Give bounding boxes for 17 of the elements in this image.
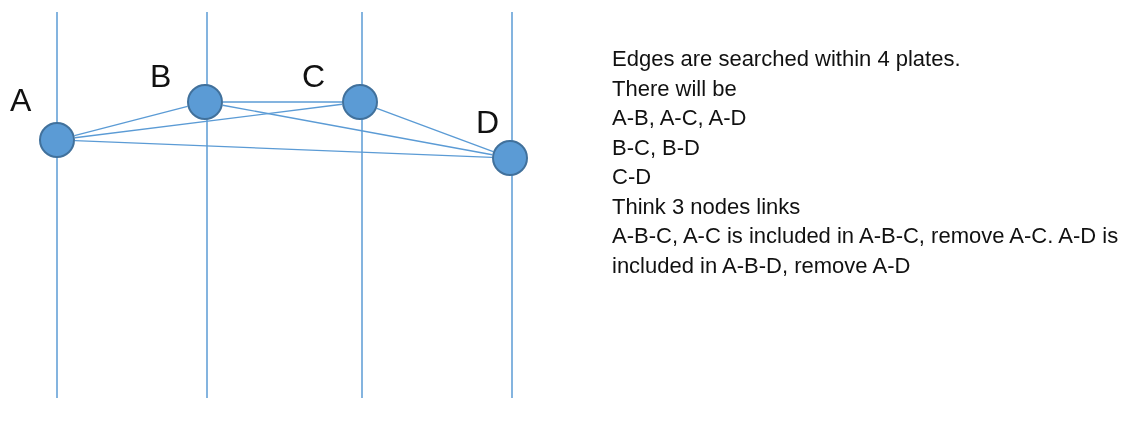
link-line	[222, 104, 493, 156]
note-text: Edges are searched within 4 plates.	[612, 45, 962, 73]
note-text: Think 3 nodes links	[612, 192, 802, 221]
note-text: There will be	[612, 74, 738, 103]
link-line	[376, 107, 494, 153]
node-label: D	[476, 106, 500, 138]
link-line	[74, 140, 493, 158]
note-text: C-D	[612, 163, 653, 191]
link-line	[73, 105, 189, 137]
node-label: A	[10, 84, 32, 116]
node-label: B	[150, 60, 172, 92]
node-label: C	[302, 60, 326, 92]
note-text: B-C, B-D	[612, 133, 701, 162]
note-text: A-B, A-C, A-D	[612, 104, 748, 132]
link-line	[74, 103, 343, 139]
link-line	[222, 101, 343, 103]
note-text: A-B-C, A-C is included in A-B-C, remove A-C. A-D is included in A-B-D, remove A-D	[612, 222, 1120, 280]
